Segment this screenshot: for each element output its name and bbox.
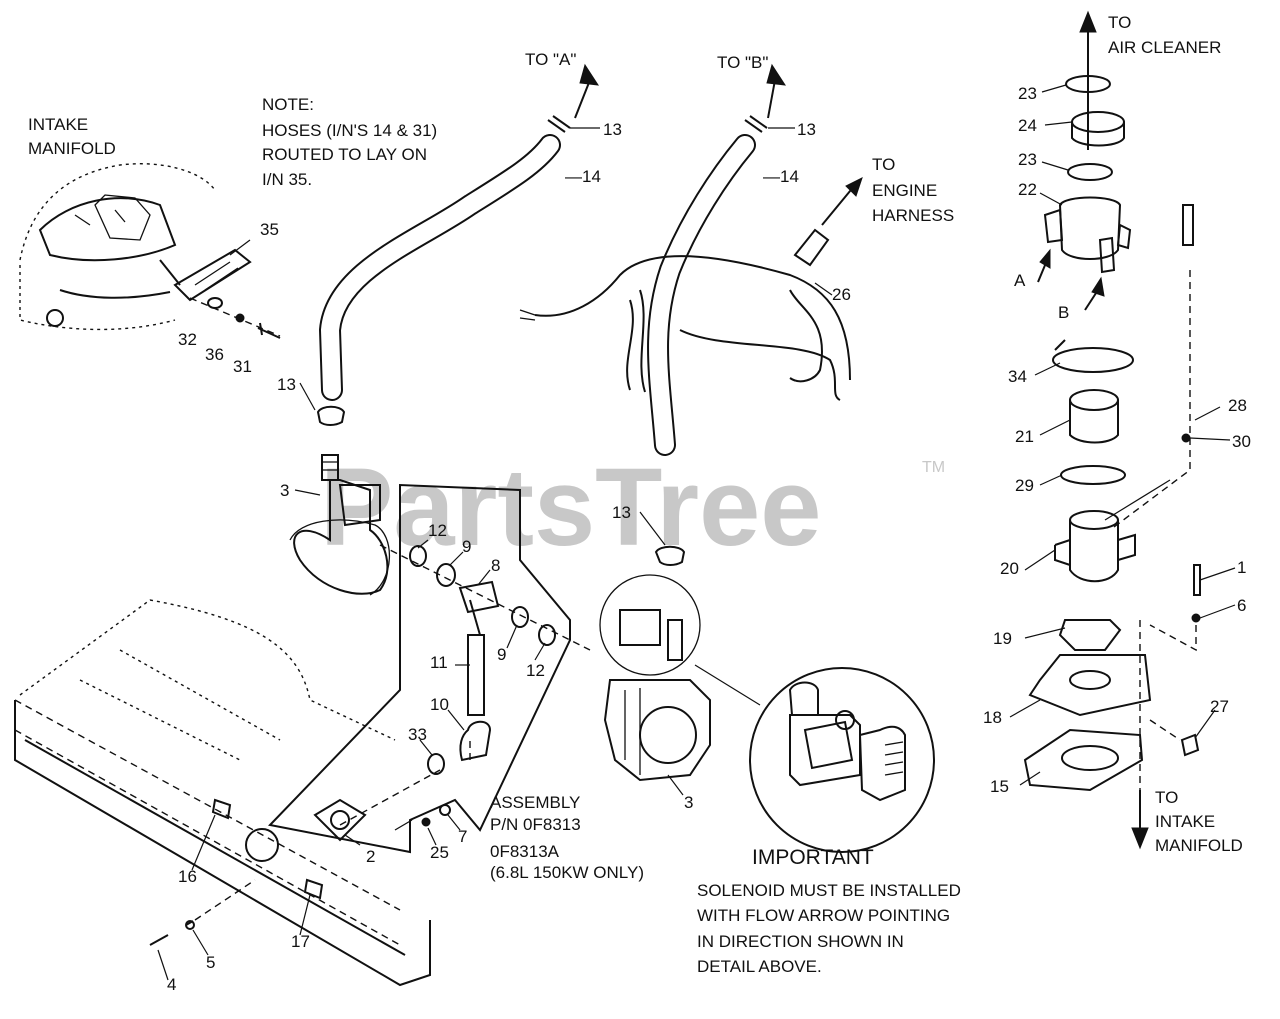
- assembly-line1: ASSEMBLY: [490, 793, 580, 812]
- engine-harness: [519, 177, 863, 401]
- hose-routing-note: NOTE: HOSES (I/N'S 14 & 31) ROUTED TO LA…: [262, 95, 437, 189]
- important-line2: WITH FLOW ARROW POINTING: [697, 906, 950, 925]
- hardware-32-36-31: [189, 297, 281, 339]
- watermark-brand: PartsTree: [320, 446, 821, 569]
- callout-36: 36: [205, 345, 224, 364]
- to-air-cleaner-label: TO AIR CLEANER: [1108, 13, 1221, 57]
- callout-30: 30: [1232, 432, 1251, 451]
- callout-3: 3: [280, 481, 289, 500]
- hose-note-line1: NOTE:: [262, 95, 314, 114]
- to-intake-manifold-label: TO INTAKE MANIFOLD: [1155, 788, 1243, 855]
- to-a-label: TO "A": [525, 50, 576, 69]
- intake-manifold-drawing: [19, 163, 216, 331]
- important-line3: IN DIRECTION SHOWN IN: [697, 932, 904, 951]
- hose-note-line3: ROUTED TO LAY ON: [262, 145, 427, 164]
- intake-manifold-label: INTAKE MANIFOLD: [28, 115, 116, 158]
- callout-29: 29: [1015, 476, 1034, 495]
- to-b-label: TO "B": [717, 53, 768, 72]
- assembly-label: ASSEMBLY P/N 0F8313 0F8313A (6.8L 150KW …: [490, 793, 644, 882]
- callout-11: 11: [430, 653, 448, 672]
- watermark: PartsTree TM: [320, 446, 945, 569]
- callout-16: 16: [178, 867, 197, 886]
- part-3-solenoid-left: [289, 405, 391, 596]
- important-line1: SOLENOID MUST BE INSTALLED: [697, 881, 961, 900]
- callout-33: 33: [408, 725, 427, 744]
- hose-14-right: [647, 63, 786, 456]
- hose-note-line2: HOSES (I/N'S 14 & 31): [262, 121, 437, 140]
- to-air-cleaner-line2: AIR CLEANER: [1108, 38, 1221, 57]
- arrow-a-label: A: [1014, 271, 1026, 290]
- intake-manifold-line1: INTAKE: [28, 115, 88, 134]
- callout-23: 23: [1018, 84, 1037, 103]
- callout-35: 35: [260, 220, 279, 239]
- air-cleaner-stack: [1023, 10, 1201, 850]
- to-engine-harness-line3: HARNESS: [872, 206, 954, 225]
- to-engine-harness-line2: ENGINE: [872, 181, 937, 200]
- fittings-assembly: [339, 544, 591, 826]
- callout-numbers: 13 —14 13 —14 35 32 36 31 13 3 12 9 8 9 …: [167, 84, 1251, 994]
- callout-26: 26: [832, 285, 851, 304]
- assembly-line2: P/N 0F8313: [490, 815, 581, 834]
- callout-31: 31: [233, 357, 252, 376]
- callout-23: 23: [1018, 150, 1037, 169]
- to-intake-manifold-line3: MANIFOLD: [1155, 836, 1243, 855]
- assembly-outline: [268, 483, 571, 854]
- watermark-trademark: TM: [922, 459, 945, 476]
- callout-18: 18: [983, 708, 1002, 727]
- callout-32: 32: [178, 330, 197, 349]
- important-note: IMPORTANT SOLENOID MUST BE INSTALLED WIT…: [697, 846, 961, 976]
- to-intake-manifold-line1: TO: [1155, 788, 1178, 807]
- hose-note-line4: I/N 35.: [262, 170, 312, 189]
- callout-9: 9: [462, 537, 471, 556]
- arrow-b-label: B: [1058, 303, 1069, 322]
- callout-17: 17: [291, 932, 310, 951]
- callout-12: 12: [428, 521, 447, 540]
- callout-13: 13: [603, 120, 622, 139]
- assembly-line4: (6.8L 150KW ONLY): [490, 863, 644, 882]
- callout-4: 4: [167, 975, 176, 994]
- callout-28: 28: [1228, 396, 1247, 415]
- callout-3: 3: [684, 793, 693, 812]
- callout-6: 6: [1237, 596, 1246, 615]
- assembly-line3: 0F8313A: [490, 842, 560, 861]
- intake-manifold-line2: MANIFOLD: [28, 139, 116, 158]
- callout-7: 7: [458, 827, 467, 846]
- callout-1: 1: [1237, 558, 1246, 577]
- callout-15: 15: [990, 777, 1009, 796]
- callout-12: 12: [526, 661, 545, 680]
- callout-2: 2: [366, 847, 375, 866]
- leader-lines: [157, 84, 1236, 981]
- callout-14: —14: [763, 167, 799, 186]
- callout-19: 19: [993, 629, 1012, 648]
- hose-14-left: [318, 63, 599, 401]
- callout-14: —14: [565, 167, 601, 186]
- to-engine-harness-line1: TO: [872, 155, 895, 174]
- engine-base-frame: [14, 599, 431, 987]
- important-detail: [749, 667, 935, 853]
- callout-24: 24: [1018, 116, 1037, 135]
- to-engine-harness-label: TO ENGINE HARNESS: [872, 155, 954, 225]
- callout-13: 13: [797, 120, 816, 139]
- part-35-bracket: [159, 248, 252, 302]
- callout-13: 13: [612, 503, 631, 522]
- to-air-cleaner-line1: TO: [1108, 13, 1131, 32]
- part-3-regulator: [599, 545, 761, 782]
- callout-25: 25: [430, 843, 449, 862]
- important-title: IMPORTANT: [752, 846, 874, 869]
- callout-8: 8: [491, 556, 500, 575]
- callout-9: 9: [497, 645, 506, 664]
- callout-13: 13: [277, 375, 296, 394]
- callout-21: 21: [1015, 427, 1034, 446]
- callout-27: 27: [1210, 697, 1229, 716]
- part-2-flange: [313, 798, 451, 842]
- callout-10: 10: [430, 695, 449, 714]
- callout-5: 5: [206, 953, 215, 972]
- important-line4: DETAIL ABOVE.: [697, 957, 822, 976]
- to-intake-manifold-line2: INTAKE: [1155, 812, 1215, 831]
- callout-20: 20: [1000, 559, 1019, 578]
- callout-34: 34: [1008, 367, 1027, 386]
- callout-22: 22: [1018, 180, 1037, 199]
